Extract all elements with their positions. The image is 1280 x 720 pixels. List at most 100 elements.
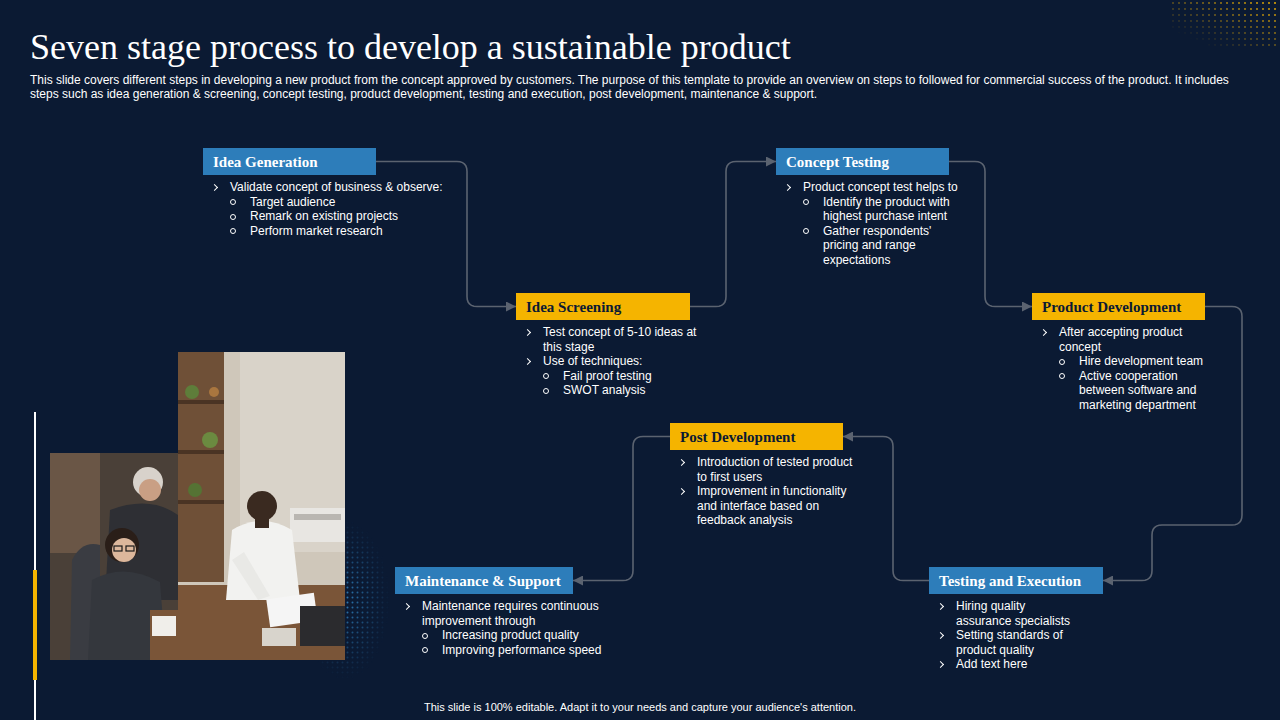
- bullet-text: Add text here: [956, 657, 1081, 672]
- office-photo: [209, 387, 219, 397]
- bullet-chevron: [524, 328, 531, 335]
- stage-header: Concept TestingProduct concept test help…: [776, 148, 949, 175]
- bullet-text: Improvement in functionality and interfa…: [697, 484, 857, 528]
- flow-connector: [949, 162, 1032, 307]
- office-photo: [114, 546, 122, 551]
- office-photo: [112, 538, 136, 562]
- flow-connector: [1103, 307, 1242, 581]
- bullet-text: Product concept test helps to: [803, 180, 968, 195]
- bullet-item: Validate concept of business & observe:: [203, 180, 455, 195]
- bullet-item: Fail proof testing: [516, 369, 698, 384]
- bullet-item: Improving performance speed: [395, 643, 612, 658]
- office-photo: [294, 514, 341, 520]
- bullet-item: Introduction of tested product to first …: [670, 455, 857, 484]
- bullet-chevron: [678, 487, 685, 494]
- stage-header: Post DevelopmentIntroduction of tested p…: [670, 423, 843, 450]
- accent-line: [34, 412, 36, 720]
- bullet-item: Gather respondents' pricing and range ex…: [776, 224, 968, 268]
- footer-note: This slide is 100% editable. Adapt it to…: [0, 701, 1280, 714]
- office-photo: [50, 453, 100, 553]
- bullet-text: SWOT analysis: [563, 383, 698, 398]
- bullet-item: SWOT analysis: [516, 383, 698, 398]
- bullet-item: Product concept test helps to: [776, 180, 968, 195]
- bullet-item: Improvement in functionality and interfa…: [670, 484, 857, 528]
- bullet-circle: [1059, 359, 1065, 365]
- office-photo: [178, 352, 345, 660]
- bullet-text: Test concept of 5-10 ideas at this stage: [543, 325, 698, 354]
- stage-title: Idea Generation: [213, 153, 318, 171]
- bullet-circle: [230, 199, 236, 205]
- bullet-chevron: [1040, 328, 1047, 335]
- stage-title: Maintenance & Support: [405, 572, 561, 590]
- slide-description: This slide covers different steps in dev…: [30, 73, 1255, 101]
- stage-title: Idea Screening: [526, 298, 621, 316]
- bullet-item: Active cooperation between software and …: [1032, 369, 1214, 413]
- stage-details: Product concept test helps toIdentify th…: [776, 180, 968, 267]
- office-photo: [139, 479, 161, 501]
- stage-header: Idea ScreeningTest concept of 5-10 ideas…: [516, 293, 690, 320]
- office-photo: [50, 453, 178, 660]
- bullet-text: Hiring quality assurance specialists: [956, 599, 1081, 628]
- bullet-item: Remark on existing projects: [203, 209, 455, 224]
- dot-pattern: [1170, 0, 1280, 50]
- bullet-chevron: [211, 183, 218, 190]
- office-photo: [185, 385, 199, 399]
- bullet-chevron: [403, 602, 410, 609]
- bullet-item: Hire development team: [1032, 354, 1214, 369]
- bullet-item: Maintenance requires continuous improvem…: [395, 599, 612, 628]
- bullet-chevron: [678, 458, 685, 465]
- office-photo: [188, 483, 202, 497]
- bullet-text: Use of techniques:: [543, 354, 698, 369]
- office-photo: [178, 500, 224, 504]
- stage-details: After accepting product conceptHire deve…: [1032, 325, 1214, 412]
- bullet-text: Active cooperation between software and …: [1079, 369, 1214, 413]
- stage-details: Validate concept of business & observe:T…: [203, 180, 455, 238]
- bullet-text: Gather respondents' pricing and range ex…: [823, 224, 968, 268]
- connector-group: [376, 162, 1242, 581]
- bullet-chevron: [784, 183, 791, 190]
- bullet-text: Maintenance requires continuous improvem…: [422, 599, 612, 628]
- office-photo: [300, 606, 345, 646]
- office-photo: [178, 450, 224, 454]
- bullet-text: Hire development team: [1079, 354, 1214, 369]
- bullet-circle: [1059, 373, 1065, 379]
- bullet-item: After accepting product concept: [1032, 325, 1214, 354]
- stage-details: Hiring quality assurance specialistsSett…: [929, 599, 1081, 672]
- bullet-item: Hiring quality assurance specialists: [929, 599, 1081, 628]
- bullet-item: Use of techniques:: [516, 354, 698, 369]
- office-photo: [202, 432, 218, 448]
- slide-title: Seven stage process to develop a sustain…: [30, 27, 791, 67]
- office-photo: [178, 352, 224, 582]
- office-photo: [150, 610, 178, 660]
- stage-details: Introduction of tested product to first …: [670, 455, 857, 528]
- bullet-item: Identify the product with highest purcha…: [776, 195, 968, 224]
- bullet-circle: [230, 228, 236, 234]
- bullet-circle: [803, 199, 809, 205]
- bullet-circle: [803, 228, 809, 234]
- bullet-circle: [230, 214, 236, 220]
- bullet-text: Setting standards of product quality: [956, 628, 1081, 657]
- stage-header: Product DevelopmentAfter accepting produ…: [1032, 293, 1205, 320]
- bullet-item: Add text here: [929, 657, 1081, 672]
- bullet-text: Perform market research: [250, 224, 455, 239]
- office-photo: [262, 628, 296, 646]
- office-photo: [50, 453, 178, 660]
- bullet-chevron: [937, 660, 944, 667]
- bullet-circle: [543, 388, 549, 394]
- office-photo: [178, 352, 345, 660]
- office-photo: [290, 508, 345, 542]
- bullet-item: Test concept of 5-10 ideas at this stage: [516, 325, 698, 354]
- bullet-text: Validate concept of business & observe:: [230, 180, 455, 195]
- flow-connector: [690, 162, 776, 307]
- stage-header: Idea GenerationValidate concept of busin…: [203, 148, 376, 175]
- stage-title: Post Development: [680, 428, 795, 446]
- bullet-text: Fail proof testing: [563, 369, 698, 384]
- bullet-circle: [543, 373, 549, 379]
- accent-bar: [33, 570, 37, 680]
- office-photo: [152, 616, 176, 636]
- office-photo: [178, 400, 224, 404]
- stage-header: Maintenance & SupportMaintenance require…: [395, 567, 573, 594]
- bullet-text: Remark on existing projects: [250, 209, 455, 224]
- bullet-item: Setting standards of product quality: [929, 628, 1081, 657]
